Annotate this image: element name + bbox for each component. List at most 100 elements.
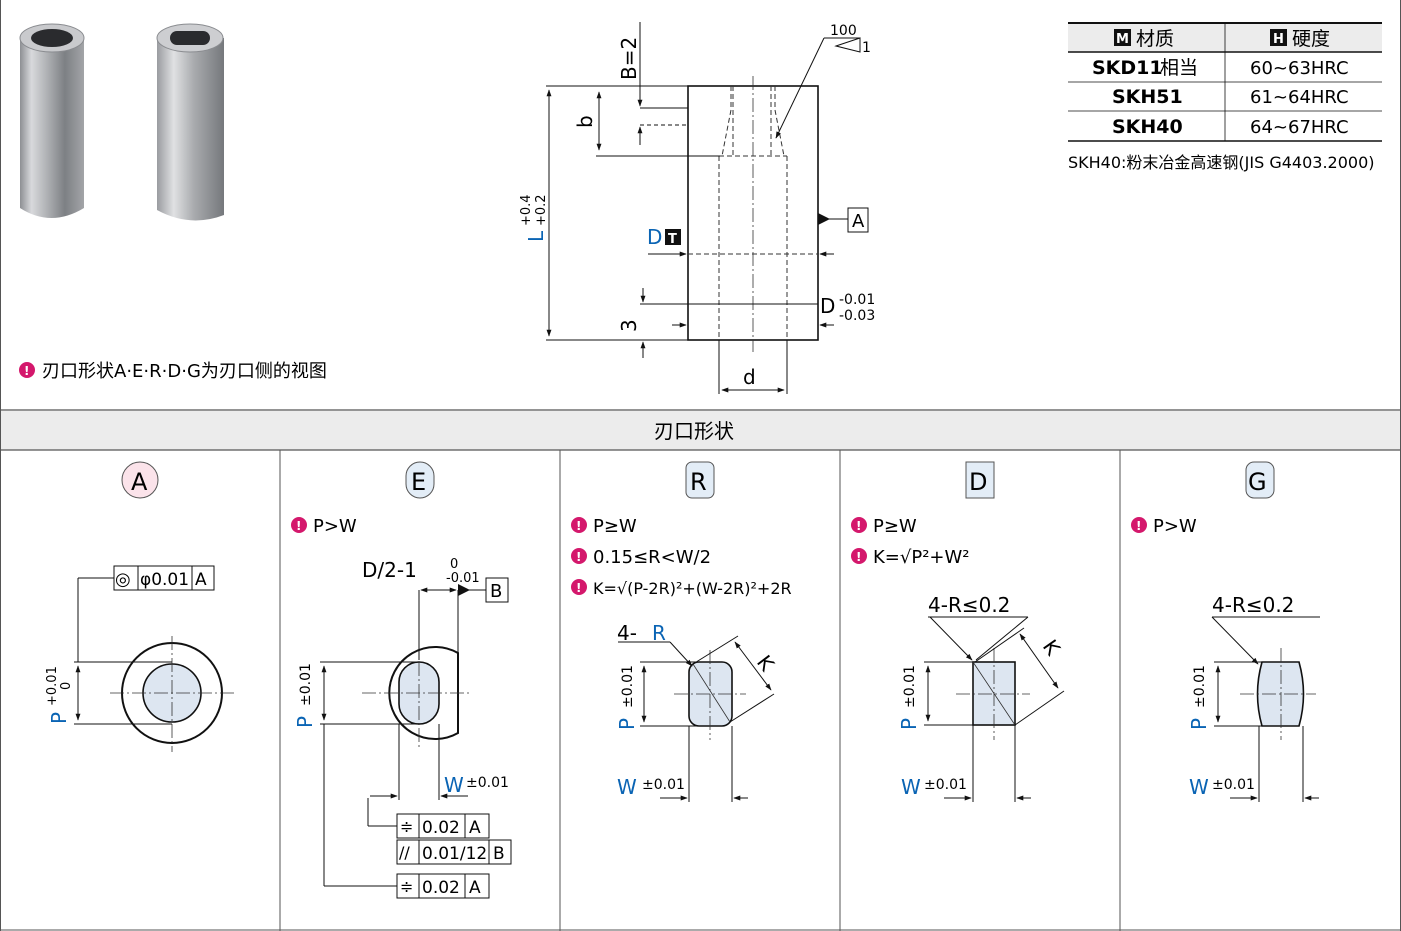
note-R-1: 0.15≤R<W/2 — [593, 547, 711, 568]
shape-D-P-tol: ±0.01 — [902, 665, 918, 708]
shape-G-W: W — [1189, 775, 1209, 799]
dim-d: d — [743, 365, 756, 389]
svg-text:!: ! — [24, 364, 29, 378]
shape-E-fcf-1-value: 0.01/12 — [422, 844, 487, 864]
table-header-hardness-badge: H — [1273, 32, 1284, 47]
table-row-2-material: SKH40 — [1112, 116, 1183, 138]
dim-L-tol-lower: +0.2 — [534, 194, 549, 226]
shape-G-drawing: 4-R≤0.2 P ±0.01 W ±0.01 — [1187, 593, 1320, 802]
svg-text:!: ! — [576, 550, 581, 564]
dim-D-tol-upper: -0.01 — [839, 292, 875, 308]
note-R-2: K=√(P-2R)²+(W-2R)²+2R — [593, 579, 792, 598]
shape-E-fcf-2-value: 0.02 — [422, 878, 460, 898]
shape-G-W-tol: ±0.01 — [1212, 777, 1255, 793]
shape-E-fcf-1-datum: B — [493, 844, 505, 864]
note-top-text: 刃口形状A·E·R·D·G为刃口侧的视图 — [42, 361, 327, 382]
shape-R-corner-R: R — [652, 621, 666, 645]
shape-D-W-tol: ±0.01 — [924, 777, 967, 793]
table-row-0-material-suffix: 相当 — [1160, 57, 1198, 79]
shape-E-fcf-2-datum: A — [469, 878, 481, 898]
dim-3: 3 — [617, 319, 641, 332]
shape-A-fcf-symbol: ◎ — [115, 569, 131, 590]
note-top: ! 刃口形状A·E·R·D·G为刃口侧的视图 — [19, 361, 327, 382]
shape-R-W: W — [617, 775, 637, 799]
table-row-0-material: SKD11 — [1092, 57, 1163, 79]
svg-text:!: ! — [576, 519, 581, 533]
shape-A-drawing: P +0.01 0 ◎ φ0.01 A — [45, 565, 234, 752]
shape-notes: ! P>W ! P≥W ! 0.15≤R<W/2 ! K=√(P-2R)²+(W… — [291, 516, 1197, 598]
dim-D-label: D — [647, 225, 662, 249]
section-header: 刃口形状 — [0, 409, 1401, 451]
shape-R-P-tol: ±0.01 — [620, 665, 636, 708]
dim-b-eq: B=2 — [617, 37, 641, 80]
shape-A-fcf-value: φ0.01 — [140, 570, 189, 590]
table-row-0-hardness: 60~63HRC — [1250, 58, 1349, 79]
shape-A-P-tol-lower: 0 — [59, 682, 74, 690]
shape-R-K: K — [752, 651, 780, 677]
shape-E-badge: E — [411, 468, 426, 496]
shape-E-fcf-0-datum: A — [469, 818, 481, 838]
svg-text:!: ! — [296, 519, 301, 533]
table-header-material: 材质 — [1136, 28, 1174, 50]
shape-E-P: P — [293, 716, 317, 728]
shape-E-dim-top-lower: -0.01 — [446, 571, 480, 586]
shape-D-W: W — [901, 775, 921, 799]
product-photo-round — [19, 23, 85, 218]
material-table: M 材质 H 硬度 SKD11 相当 60~63HRC SKH51 61~64H… — [1068, 22, 1382, 172]
shape-D-badge: D — [969, 468, 987, 496]
svg-text:!: ! — [576, 581, 581, 595]
svg-text:!: ! — [856, 519, 861, 533]
shape-G-badge: G — [1248, 468, 1267, 496]
dim-D-badge: T — [668, 232, 677, 247]
shape-E-fcf-2-symbol: ≑ — [400, 877, 413, 896]
shape-E-datum-B: B — [490, 581, 502, 602]
datum-A-main: A — [852, 211, 865, 232]
shape-R-drawing: 4- R K P ±0.01 W ±0.01 — [615, 621, 780, 802]
shape-D-corner: 4-R≤0.2 — [928, 593, 1010, 617]
note-D-1: K=√P²+W² — [873, 547, 970, 568]
shape-E-drawing: P ±0.01 W ±0.01 B D/2-1 0 -0.01 ≑ 0.02 A — [293, 557, 512, 899]
shape-E-W-tol: ±0.01 — [466, 775, 509, 791]
svg-text:!: ! — [856, 550, 861, 564]
shape-E-fcf-0-value: 0.02 — [422, 818, 460, 838]
shape-E-W: W — [444, 773, 464, 797]
roughness-100: 100 — [830, 23, 857, 39]
dim-D-tol-lower: -0.03 — [839, 308, 875, 324]
dim-b: b — [573, 115, 597, 128]
shape-D-K: K — [1038, 635, 1066, 660]
section-title: 刃口形状 — [654, 419, 734, 443]
shape-E-dim-top-upper: 0 — [450, 557, 458, 572]
shape-E-fcf-0-symbol: ≑ — [400, 817, 413, 836]
shape-A-fcf-datum: A — [195, 570, 207, 590]
note-E-0: P>W — [313, 516, 357, 537]
shape-badges: A E R D G — [121, 461, 1275, 499]
note-D-0: P≥W — [873, 516, 917, 537]
table-row-1-material: SKH51 — [1112, 86, 1183, 108]
shape-D-drawing: 4-R≤0.2 K P ±0.01 W ±0.01 — [897, 593, 1066, 802]
note-G-0: P>W — [1153, 516, 1197, 537]
table-row-1-hardness: 61~64HRC — [1250, 87, 1349, 108]
table-header-hardness: 硬度 — [1292, 28, 1330, 50]
shape-A-badge: A — [131, 468, 148, 496]
shape-E-P-tol: ±0.01 — [298, 663, 314, 706]
dim-D-tol-base: D — [820, 294, 835, 318]
shape-G-P-tol: ±0.01 — [1192, 665, 1208, 708]
shape-R-W-tol: ±0.01 — [642, 777, 685, 793]
table-footnote: SKH40:粉末冶金高速钢(JIS G4403.2000) — [1068, 153, 1375, 172]
dim-L-tol-upper: +0.4 — [519, 194, 534, 226]
shape-D-P: P — [897, 718, 921, 730]
note-R-0: P≥W — [593, 516, 637, 537]
shape-G-P: P — [1187, 718, 1211, 730]
roughness-1: 1 — [862, 40, 871, 56]
shape-E-fcf-1-symbol: // — [399, 843, 410, 862]
table-row-2-hardness: 64~67HRC — [1250, 117, 1349, 138]
svg-text:!: ! — [1136, 519, 1141, 533]
shape-E-dim-top: D/2-1 — [362, 558, 417, 582]
shape-A-P: P — [47, 712, 71, 724]
dim-L: L — [524, 230, 548, 242]
shape-R-badge: R — [690, 468, 707, 496]
shape-G-corner: 4-R≤0.2 — [1212, 593, 1294, 617]
table-header-material-badge: M — [1116, 32, 1129, 47]
shape-A-P-tol-upper: +0.01 — [45, 666, 60, 706]
shape-R-corner-prefix: 4- — [617, 621, 637, 645]
